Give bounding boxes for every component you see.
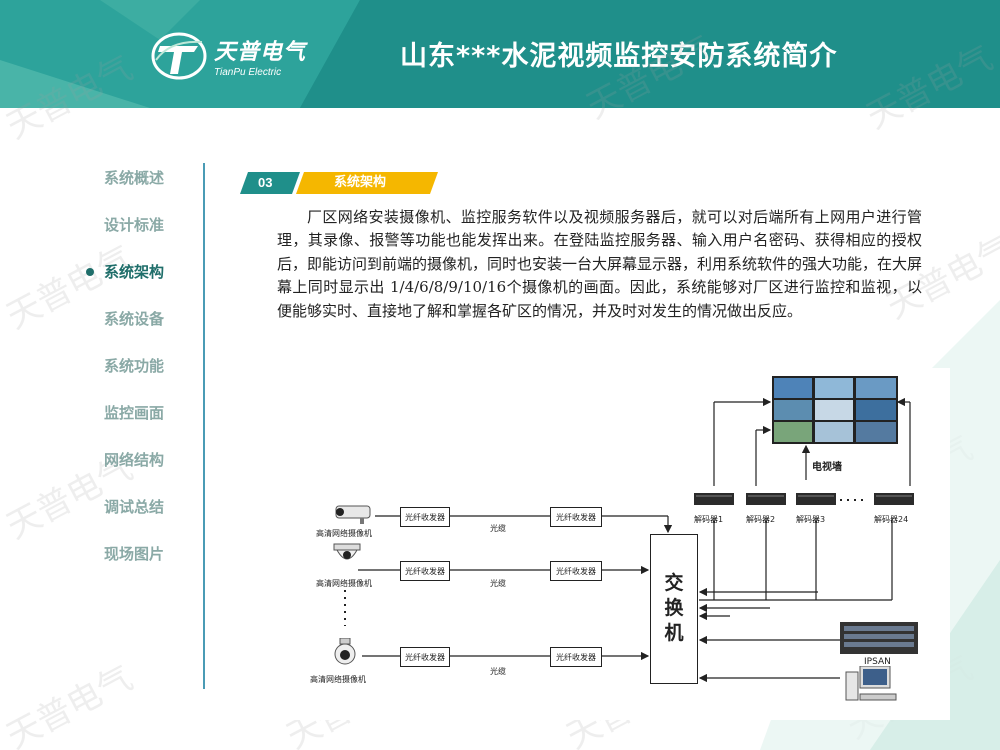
camera-label: 高清网络摄像机	[316, 529, 372, 538]
sidebar-item-label: 设计标准	[104, 216, 165, 234]
sidebar-item-site-photos[interactable]: 现场图片	[82, 542, 192, 589]
ptz-camera-icon	[334, 638, 356, 665]
camera-label: 高清网络摄像机	[316, 579, 372, 588]
video-wall-icon	[772, 376, 898, 444]
logo-english-text: TianPu Electric	[214, 67, 282, 78]
sidebar-item-label: 调试总结	[104, 498, 165, 516]
decoder-label: 解码器3	[796, 515, 826, 524]
logo-icon	[151, 32, 207, 80]
storage-server-icon	[840, 622, 918, 654]
decoder-label: 解码器24	[874, 515, 909, 524]
cable-label: 光缆	[490, 579, 506, 588]
sidebar-item-functions[interactable]: 系统功能	[82, 354, 192, 401]
page-title: 山东***水泥视频监控安防系统简介	[400, 41, 838, 72]
cable-label: 光缆	[490, 524, 506, 533]
sidebar-item-architecture[interactable]: 系统架构	[82, 260, 192, 307]
fiber-transceiver: 光纤收发器	[550, 647, 602, 667]
network-switch: 交换机	[650, 534, 698, 684]
logo-chinese-text: 天普电气	[214, 40, 307, 65]
fiber-transceiver: 光纤收发器	[550, 561, 602, 581]
sidebar-item-network[interactable]: 网络结构	[82, 448, 192, 495]
system-architecture-diagram: 电视墙 解码器1 解码器2 解码器3 解码器24 交换机 IPSAN 高清网络摄…	[270, 368, 950, 720]
sidebar-divider	[203, 163, 205, 689]
sidebar-item-label: 系统概述	[104, 169, 165, 187]
camera-label: 高清网络摄像机	[310, 675, 366, 684]
company-logo: 天普电气 TianPu Electric	[150, 28, 340, 84]
section-number: 03	[240, 172, 300, 194]
switch-label: 交换机	[664, 572, 684, 644]
storage-label: IPSAN	[864, 657, 891, 667]
bullet-camera-icon	[335, 505, 371, 524]
decoder-icon	[874, 493, 914, 505]
decoder-icon	[694, 493, 734, 505]
sidebar-item-label: 网络结构	[104, 451, 165, 469]
sidebar-item-overview[interactable]: 系统概述	[82, 166, 192, 213]
sidebar-item-design-standard[interactable]: 设计标准	[82, 213, 192, 260]
decoder-label: 解码器1	[694, 515, 724, 524]
computer-icon	[845, 666, 897, 701]
sidebar-item-debug-summary[interactable]: 调试总结	[82, 495, 192, 542]
cable-label: 光缆	[490, 667, 506, 676]
sidebar-item-label: 系统架构	[104, 263, 165, 281]
fiber-transceiver: 光纤收发器	[550, 507, 602, 527]
section-title: 系统架构	[296, 172, 438, 194]
sidebar-item-label: 系统功能	[104, 357, 165, 375]
decoder-icon	[796, 493, 836, 505]
diagram-lines	[344, 397, 911, 683]
decoder-label: 解码器2	[746, 515, 776, 524]
fiber-transceiver: 光纤收发器	[400, 647, 450, 667]
fiber-transceiver: 光纤收发器	[400, 561, 450, 581]
fiber-transceiver: 光纤收发器	[400, 507, 450, 527]
sidebar-item-label: 系统设备	[104, 310, 165, 328]
header-banner: 天普电气 TianPu Electric 山东***水泥视频监控安防系统简介	[0, 0, 1000, 108]
decoder-icon	[746, 493, 786, 505]
section-body-text: 厂区网络安装摄像机、监控服务软件以及视频服务器后，就可以对后端所有上网用户进行管…	[277, 208, 923, 320]
dome-camera-icon	[333, 543, 361, 560]
sidebar-item-label: 现场图片	[104, 545, 165, 563]
sidebar-item-label: 监控画面	[104, 404, 165, 422]
sidebar-nav: 系统概述 设计标准 系统架构 系统设备 系统功能 监控画面 网络结构 调试总结 …	[82, 166, 192, 589]
sidebar-item-equipment[interactable]: 系统设备	[82, 307, 192, 354]
active-bullet-icon	[86, 268, 94, 276]
sidebar-item-monitor-screens[interactable]: 监控画面	[82, 401, 192, 448]
video-wall-label: 电视墙	[812, 462, 842, 473]
